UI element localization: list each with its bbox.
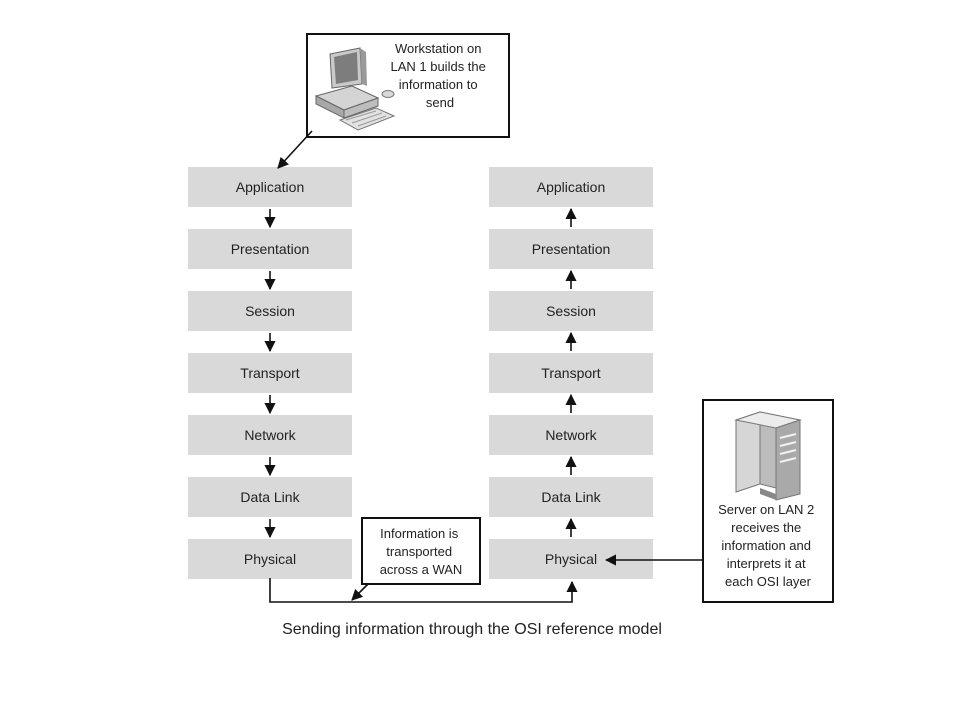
wan-callout-text: Information is transported across a WAN <box>380 526 463 577</box>
wan-callout: Information is transported across a WAN <box>351 517 481 601</box>
workstation-callout: Workstation on LAN 1 builds the informat… <box>277 33 510 169</box>
workstation-to-application-arrow <box>277 130 313 169</box>
wan-callout-line: across a WAN <box>380 562 463 577</box>
sender-layer-box <box>188 167 352 207</box>
receiver-layer-box <box>489 415 653 455</box>
sender-osi-stack: ApplicationPresentationSessionTransportN… <box>188 167 352 579</box>
sender-layer-box <box>188 353 352 393</box>
wan-callout-box <box>361 517 481 585</box>
server-callout-line: information and <box>721 538 811 553</box>
workstation-callout-line: Workstation on <box>395 41 481 56</box>
server-callout-line: each OSI layer <box>725 574 812 589</box>
receiver-layer-box <box>489 291 653 331</box>
receiver-layer-label: Presentation <box>532 241 611 257</box>
wan-callout-line: Information is <box>380 526 459 541</box>
sender-layer-box <box>188 229 352 269</box>
server-callout-line: interprets it at <box>727 556 806 571</box>
server-callout: Server on LAN 2 receives the information… <box>604 399 834 603</box>
sender-layer-label: Network <box>244 427 296 443</box>
receiver-layer-label: Transport <box>541 365 601 381</box>
desktop-computer-icon <box>314 47 396 131</box>
receiver-layer-box <box>489 229 653 269</box>
server-callout-box <box>702 399 834 603</box>
server-callout-text: Server on LAN 2 receives the information… <box>718 502 818 589</box>
receiver-layer-label: Network <box>545 427 597 443</box>
receiver-layer-label: Data Link <box>541 489 601 505</box>
receiver-layer-box <box>489 167 653 207</box>
figure-caption: Sending information through the OSI refe… <box>282 621 662 638</box>
receiver-osi-stack: ApplicationPresentationSessionTransportN… <box>489 167 653 579</box>
sender-layer-label: Physical <box>244 551 296 567</box>
wan-link <box>269 578 578 603</box>
sender-layer-label: Application <box>236 179 305 195</box>
sender-layer-label: Presentation <box>231 241 310 257</box>
receiver-layer-box <box>489 477 653 517</box>
sender-layer-box <box>188 415 352 455</box>
workstation-callout-text: Workstation on LAN 1 builds the informat… <box>390 41 489 110</box>
sender-layer-label: Data Link <box>240 489 300 505</box>
receiver-layer-label: Application <box>537 179 606 195</box>
receiver-layer-box <box>489 539 653 579</box>
sender-layer-label: Transport <box>240 365 300 381</box>
receiver-layer-label: Physical <box>545 551 597 567</box>
server-callout-line: Server on LAN 2 <box>718 502 814 517</box>
receiver-layer-label: Session <box>546 303 596 319</box>
wan-callout-pointer <box>351 583 369 601</box>
sender-layer-box <box>188 539 352 579</box>
receiver-layer-box <box>489 353 653 393</box>
workstation-callout-line: information to <box>399 77 478 92</box>
sender-layer-box <box>188 291 352 331</box>
server-callout-line: receives the <box>731 520 801 535</box>
sender-layer-box <box>188 477 352 517</box>
wan-link-line <box>269 578 573 603</box>
workstation-callout-line: LAN 1 builds the <box>390 59 485 74</box>
wan-callout-line: transported <box>386 544 452 559</box>
tower-server-icon <box>734 411 802 501</box>
workstation-callout-line: send <box>426 95 454 110</box>
sender-layer-label: Session <box>245 303 295 319</box>
